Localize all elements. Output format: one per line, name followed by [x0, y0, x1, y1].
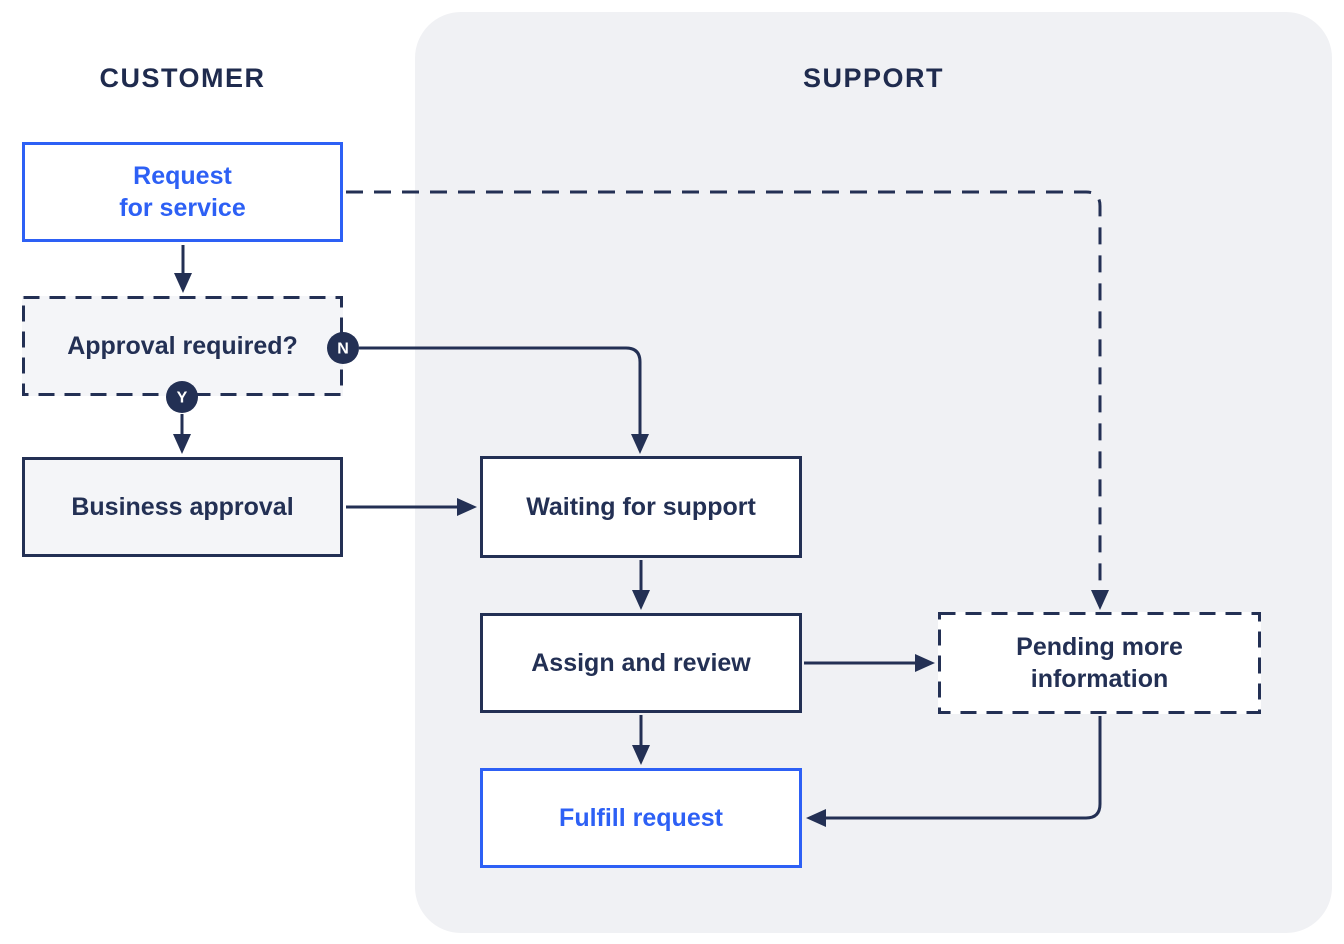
customer-lane-title: CUSTOMER: [99, 63, 266, 93]
node-waiting-for-support: Waiting for support: [480, 456, 802, 558]
node-fulfill-request-label: Fulfill request: [559, 803, 723, 832]
node-request-for-service: Request for service: [22, 142, 343, 242]
node-assign-and-review-label: Assign and review: [531, 648, 751, 677]
connector-approval-yes-to-business: [173, 414, 191, 454]
support-lane-title: SUPPORT: [802, 63, 945, 93]
node-business-approval-label: Business approval: [71, 492, 294, 521]
arrowhead-down-into-approval: [174, 273, 192, 293]
node-request-for-service-label: Request for service: [119, 161, 246, 223]
node-assign-and-review: Assign and review: [480, 613, 802, 713]
node-waiting-for-support-label: Waiting for support: [526, 492, 756, 521]
node-fulfill-request: Fulfill request: [480, 768, 802, 868]
node-pending-more-information: Pending more information: [938, 612, 1261, 714]
node-pending-more-information-label: Pending more information: [1016, 632, 1183, 694]
node-approval-required: Approval required?: [22, 296, 343, 396]
node-business-approval: Business approval: [22, 457, 343, 557]
connector-request-to-approval: [174, 245, 192, 293]
node-approval-required-label: Approval required?: [67, 331, 298, 360]
arrowhead-down-into-business: [173, 434, 191, 454]
